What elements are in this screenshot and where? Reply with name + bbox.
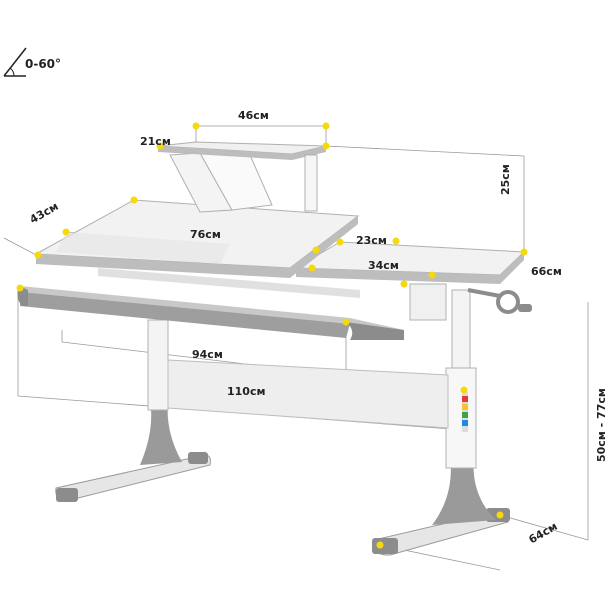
top-shelf — [157, 141, 327, 212]
drawer — [17, 268, 404, 340]
total-depth-label: 66см — [531, 265, 562, 278]
side-top-width-label: 34см — [368, 259, 399, 272]
tilting-desktop — [34, 199, 360, 278]
desk-frame — [55, 288, 532, 556]
tilt-angle-icon — [3, 47, 27, 77]
total-width-label: 110см — [227, 385, 266, 398]
shelf-height-label: 25см — [499, 164, 512, 195]
tilt-top-width-label: 76см — [190, 228, 221, 241]
book-stand — [169, 152, 273, 213]
tilt-angle-label: 0-60° — [25, 57, 62, 71]
drawer-width-label: 94см — [192, 348, 223, 361]
measurement-markers — [16, 122, 528, 549]
height-range-label: 50см - 77см — [595, 388, 608, 462]
shelf-width-label: 46см — [238, 109, 269, 122]
side-desktop — [294, 241, 526, 321]
shelf-depth-label: 21см — [140, 135, 171, 148]
side-top-depth-label: 23см — [356, 234, 387, 247]
